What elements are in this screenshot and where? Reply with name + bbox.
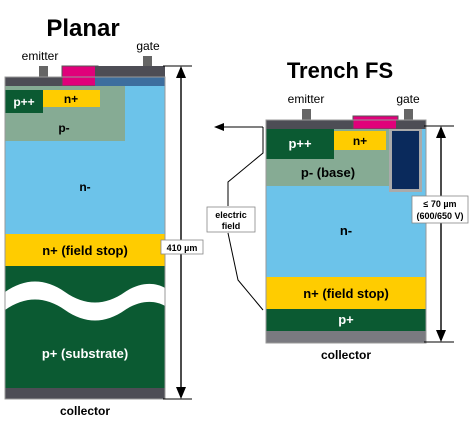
planar-gate-label: gate xyxy=(136,39,160,53)
trench-p-plus-region xyxy=(266,309,426,331)
trench-p-plus-plus-label: p++ xyxy=(288,136,312,151)
planar-p-minus-label: p- xyxy=(58,121,69,135)
electric-field-curve xyxy=(227,127,264,311)
planar-outline xyxy=(4,76,166,400)
planar-n-minus-label: n- xyxy=(79,180,90,194)
planar-collector-label: collector xyxy=(60,404,110,418)
planar-emitter-pin xyxy=(39,66,48,77)
planar-title: Planar xyxy=(46,15,119,42)
trench-thickness-line2: (600/650 V) xyxy=(416,211,463,221)
planar-field-stop-region xyxy=(5,234,165,266)
trench-gate-pin xyxy=(404,109,413,120)
trench-gate-label: gate xyxy=(396,92,420,106)
planar-n-plus-region xyxy=(43,90,100,107)
electric-field-annotation: electric field xyxy=(206,123,264,311)
trench-emitter-label: emitter xyxy=(288,92,325,106)
planar-p-plus-plus-label: p++ xyxy=(13,95,34,109)
planar-thickness-box xyxy=(160,239,204,255)
planar-n-plus-label: n+ xyxy=(64,92,78,106)
electric-field-arrow-head xyxy=(214,123,224,131)
trench-title: Trench FS xyxy=(287,58,393,83)
trench-dim-arrow-up xyxy=(436,126,446,138)
trench-p-plus-label: p+ xyxy=(338,312,354,327)
trench-field-stop-region xyxy=(266,277,426,309)
planar-gate-metal xyxy=(95,66,165,77)
planar-thickness-label: 410 µm xyxy=(167,243,198,253)
planar-emitter-metal xyxy=(5,77,65,86)
electric-field-box xyxy=(206,206,256,233)
planar-substrate-label: p+ (substrate) xyxy=(42,346,128,361)
planar-gate-poly xyxy=(95,77,165,86)
trench-gate-metal xyxy=(396,120,426,129)
trench-thickness-line1: ≤ 70 µm xyxy=(423,199,456,209)
planar-emitter-label: emitter xyxy=(22,49,59,63)
trench-dim-arrow-down xyxy=(436,330,446,342)
planar-gate-oxide xyxy=(61,65,99,87)
planar-field-stop-label: n+ (field stop) xyxy=(42,243,128,258)
trench-gate-poly xyxy=(392,131,419,189)
planar-p-plus-plus-region xyxy=(5,90,43,113)
trench-gate-oxide xyxy=(352,115,399,130)
trench-collector-label: collector xyxy=(321,348,371,362)
planar-device: Planar emitter gate p++ n+ p- n- n+ (fie… xyxy=(4,15,204,418)
trench-n-plus-region xyxy=(334,131,386,150)
trench-field-stop-label: n+ (field stop) xyxy=(303,286,389,301)
electric-field-label-line2: field xyxy=(222,221,241,231)
planar-wave-break xyxy=(5,281,165,321)
trench-thickness-box xyxy=(411,195,469,224)
planar-collector-metal xyxy=(5,388,165,399)
planar-dim-arrow-up xyxy=(176,66,186,78)
planar-dim-arrow-down xyxy=(176,387,186,399)
trench-collector-metal xyxy=(266,331,426,343)
trench-emitter-metal xyxy=(266,120,354,129)
trench-emitter-pin xyxy=(302,109,311,120)
trench-n-plus-label: n+ xyxy=(353,134,367,148)
planar-gate-pin xyxy=(143,56,152,67)
trench-outline xyxy=(265,119,427,344)
trench-p-plus-plus-region xyxy=(266,129,334,159)
trench-device: Trench FS emitter gate p++ n+ p- (base) … xyxy=(265,58,469,362)
trench-n-minus-label: n- xyxy=(340,223,352,238)
electric-field-label-line1: electric xyxy=(215,210,247,220)
trench-p-base-label: p- (base) xyxy=(301,165,355,180)
